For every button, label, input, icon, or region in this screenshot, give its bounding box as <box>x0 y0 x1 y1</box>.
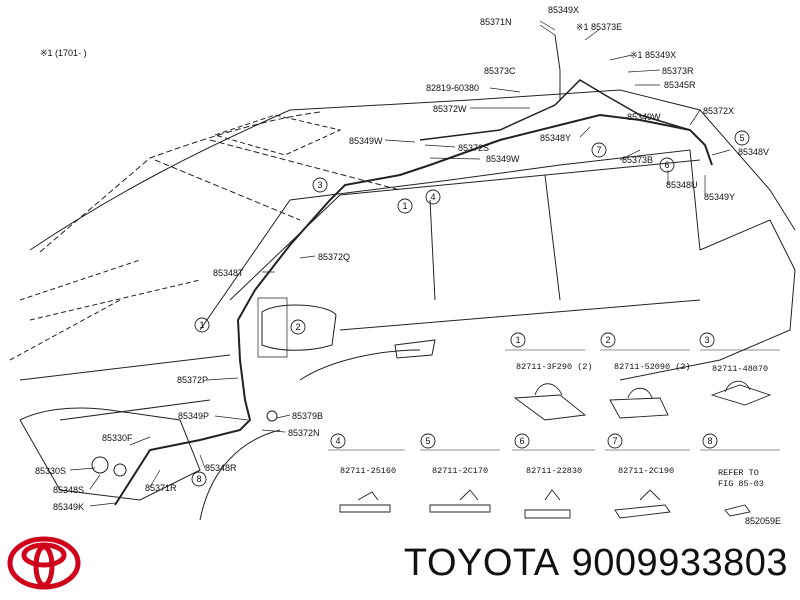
callout-82819: 82819-60380 <box>426 83 479 93</box>
svg-text:7: 7 <box>596 145 601 155</box>
svg-text:4: 4 <box>430 192 435 202</box>
callout-labels: ※1 (1701- ) 85349X 85371N ※1 85373E ※1 8… <box>35 5 769 512</box>
clip-7-part: 82711-2C190 <box>618 466 674 476</box>
clip-4-number: 4 <box>335 436 340 446</box>
callout-85349W-2: 85349W <box>486 154 520 164</box>
callout-85373R: 85373R <box>662 66 694 76</box>
svg-text:2: 2 <box>295 322 300 332</box>
clip-1-number: 1 <box>515 335 520 345</box>
clip-8-number: 8 <box>707 436 712 446</box>
clip-5-number: 5 <box>425 436 430 446</box>
washer-hose <box>114 113 713 506</box>
side-mirror <box>261 304 337 351</box>
brand-part-number: TOYOTA 9009933803 <box>392 542 788 585</box>
callout-85349X-2: ※1 85349X <box>630 50 676 60</box>
callout-85373B: 85373B <box>622 155 653 165</box>
callout-85372S: 85372S <box>458 143 489 153</box>
callout-85373C: 85373C <box>484 66 516 76</box>
figure-code: 852059E <box>745 516 781 526</box>
parts-diagram: 3 1 4 5 7 6 1 2 8 ※1 (1701- ) 85349X 853… <box>9 5 796 526</box>
rear-section <box>619 219 796 381</box>
clip-1-part: 82711-3F290 (2) <box>516 362 593 372</box>
upper-hose <box>419 79 691 141</box>
side-window-frame <box>199 149 701 331</box>
roof-nozzle-line <box>554 34 561 100</box>
wheel-arch <box>199 429 281 521</box>
part-number: 9009933803 <box>571 542 788 584</box>
door-line <box>299 299 701 381</box>
callout-85349P: 85349P <box>178 411 209 421</box>
lower-body <box>19 354 231 421</box>
callout-85348U: 85348U <box>666 180 698 190</box>
svg-text:8: 8 <box>196 474 201 484</box>
svg-text:1: 1 <box>199 320 204 330</box>
mirror-highlight-box <box>257 297 288 358</box>
callout-85330S: 85330S <box>35 466 66 476</box>
clip-8-refer: REFER TO <box>718 468 759 478</box>
callout-85348R: 85348R <box>205 463 237 473</box>
callout-85349W-1: 85349W <box>627 112 661 122</box>
clip-7-number: 7 <box>612 436 617 446</box>
callout-85349X: 85349X <box>548 5 579 15</box>
brand-name: TOYOTA <box>403 542 560 584</box>
callout-85345R: 85345R <box>664 80 696 90</box>
pump-motor-2 <box>113 463 127 477</box>
callout-85372P: 85372P <box>177 375 208 385</box>
clip-3-part: 82711-48070 <box>712 364 768 374</box>
clip-4-part: 82711-25160 <box>340 466 396 476</box>
callout-85348V: 85348V <box>738 147 769 157</box>
callout-85348Y: 85348Y <box>540 133 571 143</box>
window-top-rail <box>229 159 701 301</box>
callout-85371N: 85371N <box>480 17 512 27</box>
grommet <box>266 410 278 422</box>
clip-2-part: 82711-52090 (2) <box>614 362 691 372</box>
note-label: ※1 (1701- ) <box>40 48 87 58</box>
callout-85330F: 85330F <box>102 433 133 443</box>
clip-6-part: 82711-22830 <box>526 466 582 476</box>
clip-8-fig: FIG 85-03 <box>718 479 764 489</box>
callout-85372N: 85372N <box>288 428 320 438</box>
callout-85373E: ※1 85373E <box>576 22 622 32</box>
clip-legend: 1 2 3 4 5 6 7 8 82711-3F290 (2) 82711-52… <box>330 332 781 526</box>
diagram-circle-nums: 3 1 4 5 7 6 1 2 8 <box>196 133 744 484</box>
hood-lines <box>9 259 201 361</box>
callout-85348T: 85348T <box>213 268 244 278</box>
diagram-circle-refs <box>191 130 750 487</box>
callout-85372X: 85372X <box>703 106 734 116</box>
callout-85349W-left: 85349W <box>349 136 383 146</box>
clip-2-number: 2 <box>605 335 610 345</box>
pump-motor <box>91 456 109 474</box>
callout-85348S: 85348S <box>53 485 84 495</box>
engine-bay <box>19 407 201 501</box>
callout-85349K: 85349K <box>53 502 84 512</box>
toyota-logo-icon <box>7 536 81 590</box>
footer-bar: TOYOTA 9009933803 <box>0 528 800 600</box>
leader-lines <box>69 20 731 507</box>
svg-text:3: 3 <box>317 180 322 190</box>
callout-85379B: 85379B <box>292 411 323 421</box>
svg-text:5: 5 <box>739 133 744 143</box>
windshield-outline <box>39 111 321 253</box>
door-handle <box>394 339 436 359</box>
svg-text:1: 1 <box>402 201 407 211</box>
callout-85371R: 85371R <box>145 483 177 493</box>
svg-text:6: 6 <box>664 160 669 170</box>
clip-6-number: 6 <box>519 436 524 446</box>
clip-3-number: 3 <box>704 335 709 345</box>
callout-85372W: 85372W <box>433 104 467 114</box>
clip-5-part: 82711-2C170 <box>432 466 488 476</box>
callout-85349Y: 85349Y <box>704 192 735 202</box>
callout-85372Q: 85372Q <box>318 252 350 262</box>
clip-illustrations <box>328 349 780 519</box>
sunroof-outline <box>213 114 342 156</box>
b-pillar <box>429 174 561 301</box>
roof-panel-lines <box>154 139 401 221</box>
